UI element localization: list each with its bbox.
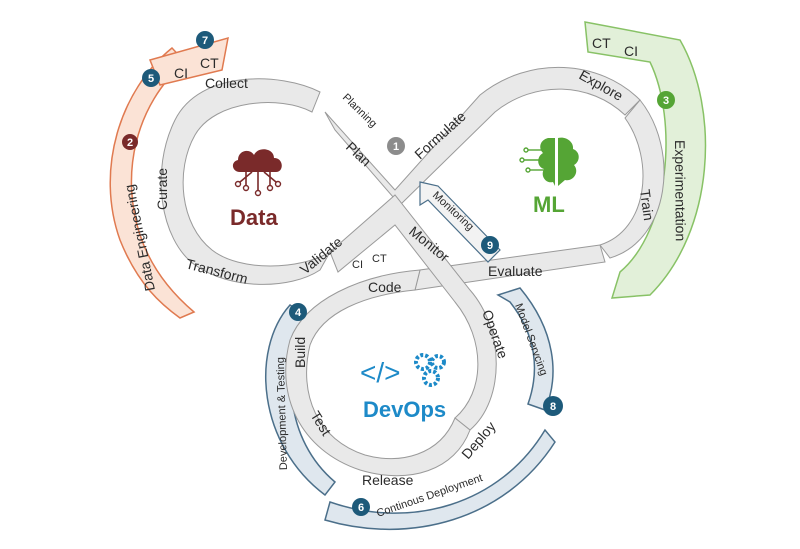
svg-text:</>: </> [360,357,400,388]
badge-1: 1 [387,137,405,155]
stage-release: Release [362,472,414,488]
badge-4: 4 [289,303,307,321]
stage-evaluate: Evaluate [488,263,543,279]
development-testing-label: Development & Testing [275,357,290,470]
experimentation-label: Experimentation [672,140,689,241]
ct-label-top: CT [200,55,219,71]
badge-3: 3 [657,91,675,109]
ml-title: ML [533,192,565,217]
svg-text:2: 2 [127,137,133,149]
badge-2: 2 [122,134,138,150]
badge-7: 7 [196,31,214,49]
svg-text:6: 6 [358,502,364,514]
ci-label-center: CI [352,259,363,271]
ct-label-right: CT [592,35,611,51]
svg-text:9: 9 [487,240,493,252]
stage-curate: Curate [154,168,170,210]
badge-9: 9 [481,236,499,254]
code-gears-icon: </> [360,353,446,388]
ct-label-center: CT [372,253,387,265]
continuous-deployment-arrow [324,428,556,531]
svg-text:4: 4 [295,307,302,319]
stage-code: Code [368,279,402,295]
cloud-circuit-icon [232,149,282,197]
stage-train: Train [637,188,657,221]
badge-5: 5 [142,69,160,87]
loop-band [160,67,665,477]
svg-text:1: 1 [393,141,399,153]
planning-label: Planning [340,92,379,131]
stage-collect: Collect [205,75,248,91]
badge-8: 8 [543,396,563,416]
monitoring-arrow [419,181,501,263]
svg-text:3: 3 [663,95,669,107]
data-title: Data [230,205,278,230]
svg-text:8: 8 [550,401,556,413]
brain-circuit-icon [519,137,579,186]
svg-text:7: 7 [202,35,208,47]
ci-label-top: CI [174,65,188,81]
experimentation-arrow [584,21,707,299]
ci-label-right: CI [624,43,638,59]
stage-build: Build [292,337,308,368]
badge-6: 6 [352,498,370,516]
svg-text:5: 5 [148,73,154,85]
devops-title: DevOps [363,397,446,422]
